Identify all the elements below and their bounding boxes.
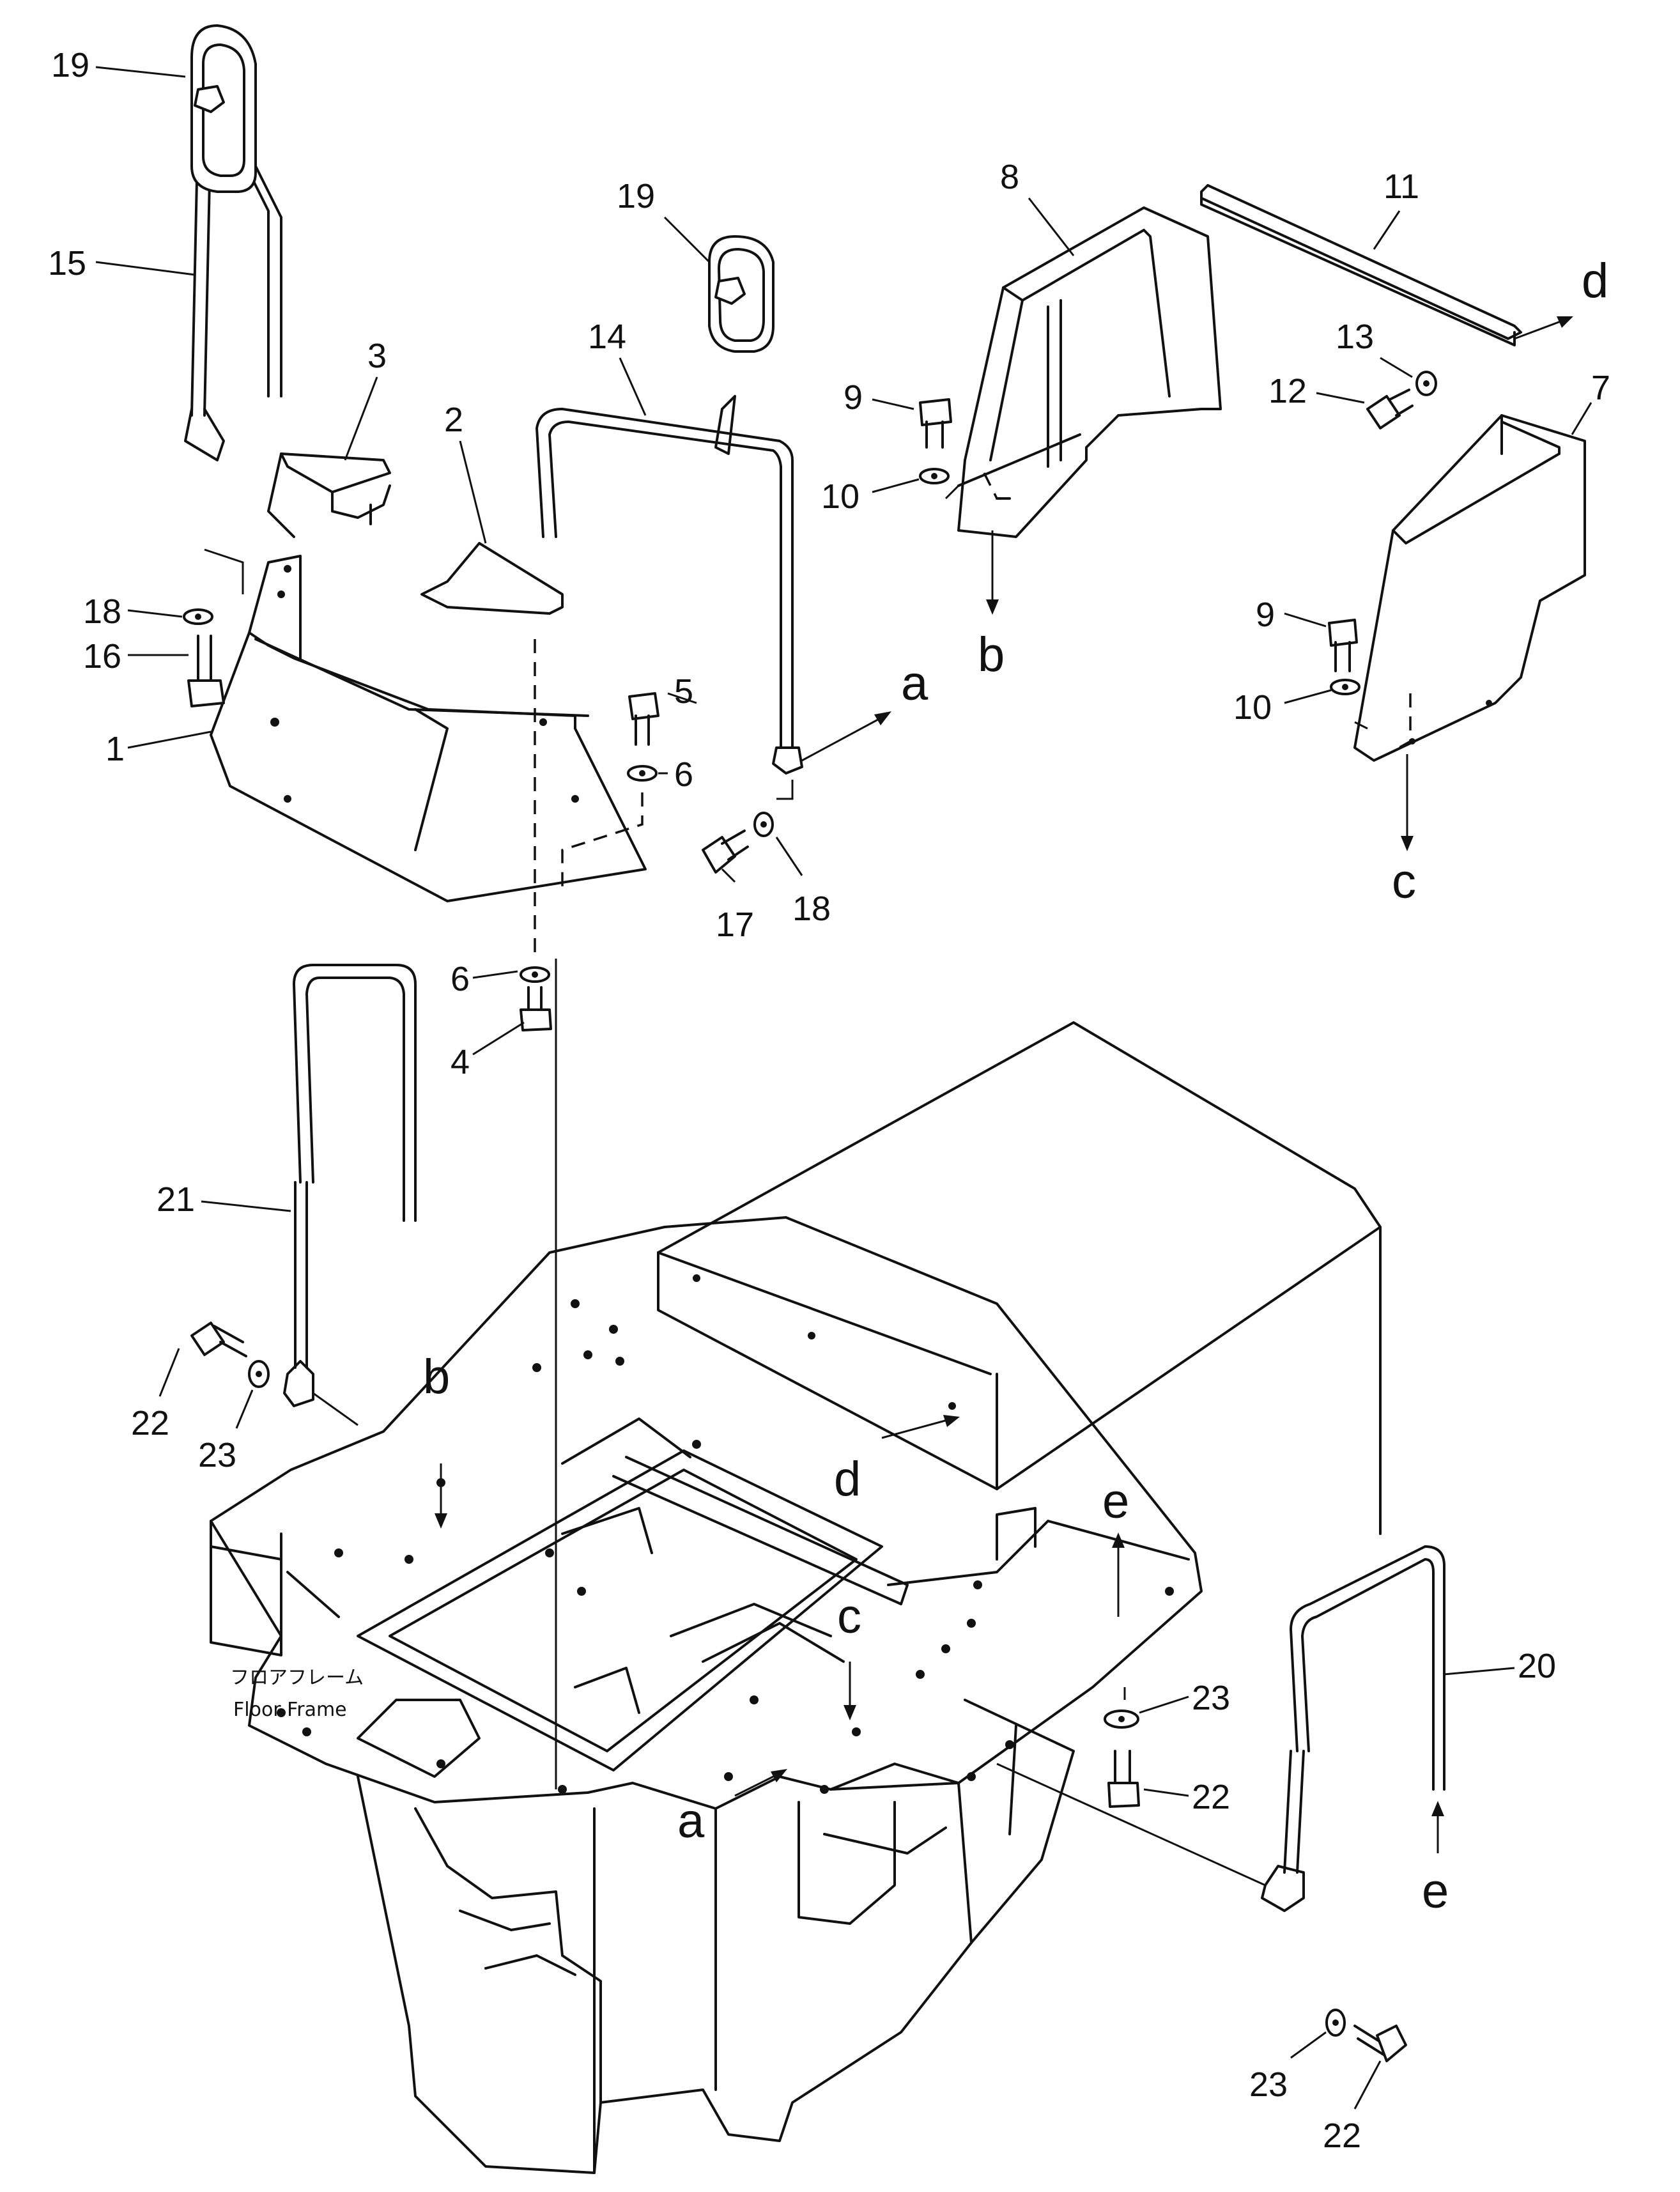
callout-9: 9 [844, 378, 863, 417]
connection-letter-b: b [423, 1350, 450, 1404]
callout-23: 23 [198, 1436, 236, 1474]
callout-10: 10 [821, 477, 859, 516]
connection-letter-d: d [834, 1452, 861, 1506]
mirror-part-19-right [708, 235, 774, 353]
callout-5: 5 [674, 672, 693, 711]
callout-23: 23 [1249, 2065, 1288, 2104]
callout-22: 22 [131, 1404, 169, 1442]
handrail-part-20 [1261, 1545, 1445, 1912]
callout-19: 19 [51, 46, 89, 84]
handrail-part-21 [283, 964, 417, 1407]
callout-18: 18 [792, 890, 831, 928]
callout-10: 10 [1233, 688, 1272, 727]
callout-9: 9 [1256, 596, 1275, 634]
mirror-part-19-left [190, 24, 257, 193]
callout-12: 12 [1268, 372, 1307, 410]
frame-bolt-holes [277, 1299, 1174, 1794]
callout-22: 22 [1192, 1778, 1230, 1816]
callout-leaders [95, 66, 1592, 2110]
floor-frame-label: フロアフレーム Floor Frame [230, 1667, 364, 1721]
callout-15: 15 [48, 244, 86, 282]
callout-22: 22 [1323, 2117, 1361, 2155]
connection-letter-d: d [1582, 254, 1608, 308]
connection-letters: a b c d b d c e a e [423, 254, 1608, 1918]
callout-20: 20 [1518, 1647, 1556, 1685]
callout-8: 8 [1000, 158, 1019, 196]
callout-19: 19 [617, 177, 655, 215]
callout-14: 14 [588, 318, 626, 356]
callout-4: 4 [451, 1043, 470, 1081]
callout-7: 7 [1591, 369, 1610, 407]
callout-21: 21 [157, 1180, 195, 1219]
mirror-stay-part-14 [536, 395, 803, 775]
connection-letter-b: b [978, 628, 1005, 682]
side-panel-part-7 [1353, 414, 1586, 762]
connection-letter-a: a [901, 656, 929, 711]
connection-letter-c: c [1392, 854, 1416, 909]
callout-23: 23 [1192, 1679, 1230, 1717]
side-panel-part-8 [957, 206, 1222, 538]
callout-18: 18 [83, 592, 121, 631]
hidden-lines [204, 472, 1412, 1887]
cover-part-3 [267, 452, 391, 538]
connection-letter-e: e [1422, 1864, 1449, 1918]
floor-frame [210, 1216, 1203, 2174]
callout-6: 6 [674, 755, 693, 794]
callout-6: 6 [451, 960, 470, 998]
front-cover-part-1 [210, 555, 647, 902]
callout-numbers: 19 15 3 2 14 19 8 11 13 12 9 10 7 9 10 1… [48, 46, 1610, 2155]
plate-part-2 [420, 542, 564, 615]
cab-cover-box [657, 1021, 1382, 1535]
floor-frame-label-japanese: フロアフレーム [230, 1667, 364, 1689]
callout-11: 11 [1383, 167, 1419, 206]
callout-3: 3 [367, 337, 387, 375]
callout-1: 1 [105, 730, 125, 768]
connection-letter-e: e [1102, 1474, 1129, 1529]
floor-frame-label-english: Floor Frame [233, 1699, 347, 1721]
callout-13: 13 [1336, 318, 1374, 356]
fasteners [183, 371, 1437, 2062]
connection-arrows [435, 316, 1573, 1853]
callout-2: 2 [444, 401, 463, 439]
connection-letter-a: a [677, 1794, 705, 1848]
callout-16: 16 [83, 637, 121, 675]
connection-letter-c: c [837, 1589, 861, 1644]
callout-17: 17 [716, 906, 754, 944]
